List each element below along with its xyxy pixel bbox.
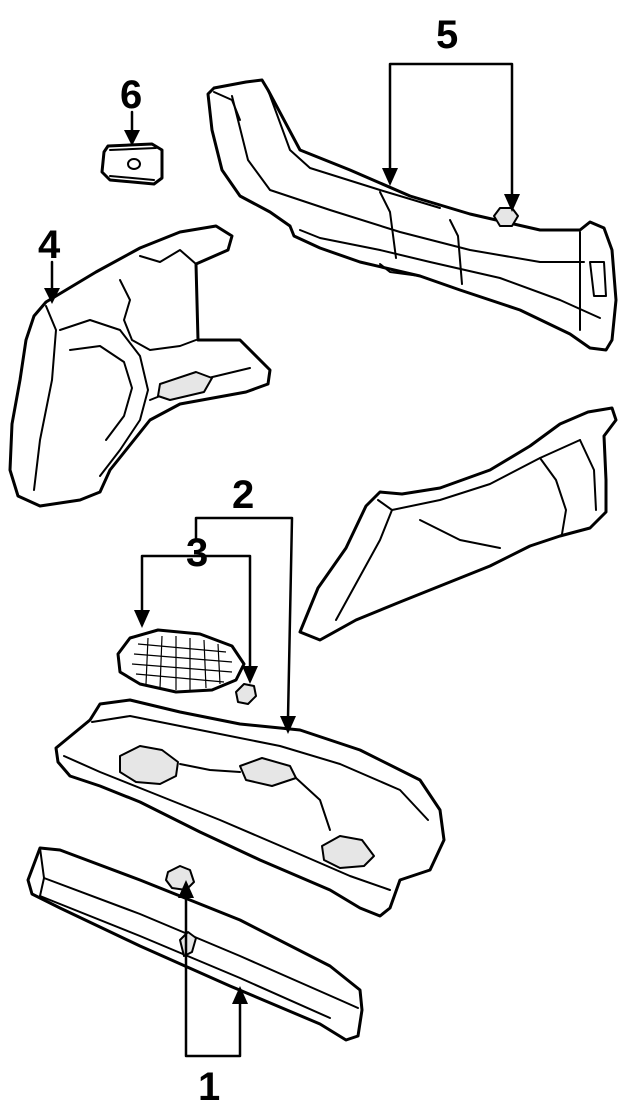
callout-4: 4 [38, 223, 61, 267]
part-3-fastener [235, 683, 257, 705]
callout-3: 3 [186, 531, 208, 575]
part-4-quarter-trim-left [8, 224, 272, 508]
leader-lines [44, 62, 520, 1058]
quarter-trim-right [298, 406, 618, 642]
part-1-clip [165, 865, 195, 891]
part-2-package-tray [54, 698, 446, 918]
part-1-sill-trim [26, 846, 364, 1042]
grille-mesh [131, 635, 233, 690]
callout-6: 6 [120, 73, 142, 117]
callout-5: 5 [436, 13, 458, 57]
part-5-rear-panel-trim [206, 78, 618, 352]
part-6-clip [100, 142, 164, 186]
part-3-speaker-grille [116, 628, 246, 694]
callout-1: 1 [198, 1065, 220, 1109]
callout-2: 2 [232, 473, 254, 517]
